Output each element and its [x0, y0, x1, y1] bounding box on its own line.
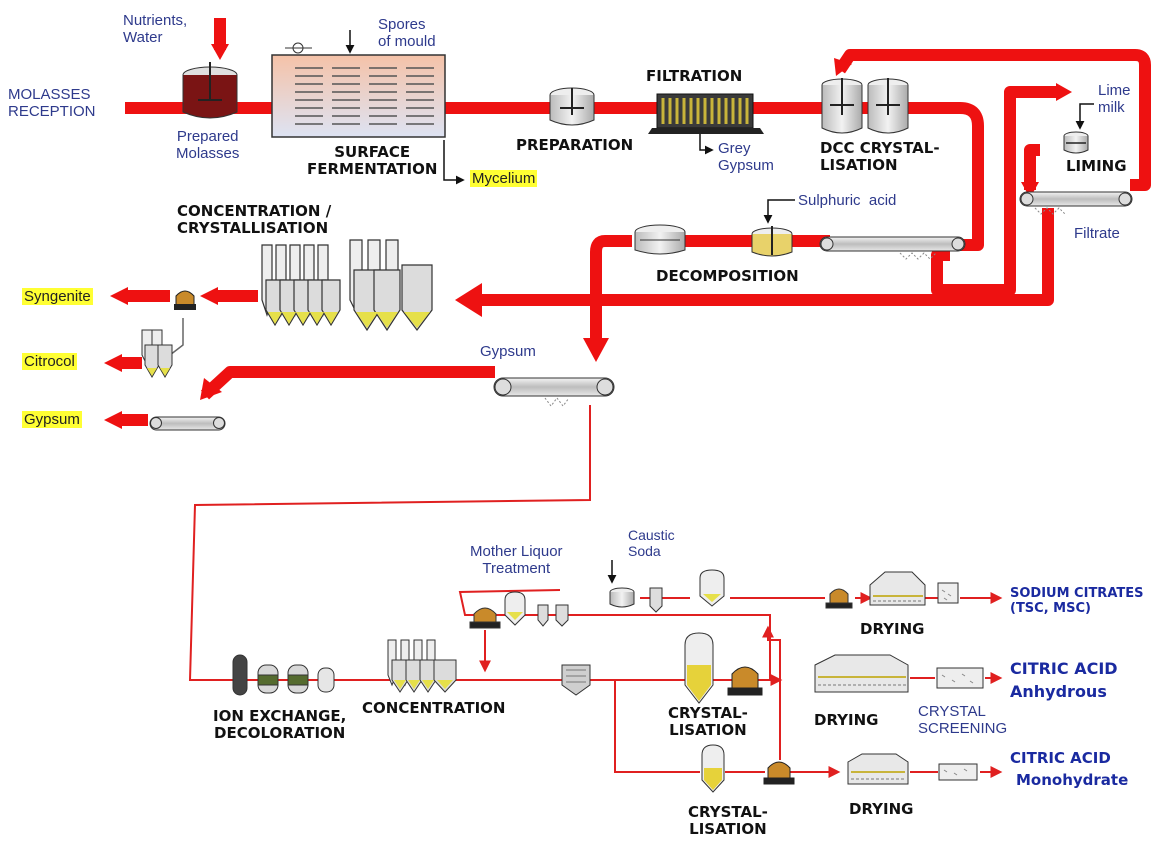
- centrifuge-1: [727, 666, 763, 696]
- screen-2: [936, 667, 984, 689]
- lime-filter-belt: [1019, 191, 1133, 215]
- decomposition-reactor: [751, 226, 793, 257]
- sodium-citrates-product: SODIUM CITRATES (TSC, MSC): [1010, 586, 1144, 616]
- thin-flow-lines: [188, 405, 1003, 778]
- dcc-crystallisation-label: DCC CRYSTAL- LISATION: [820, 139, 940, 175]
- syngenite-centrifuge: [174, 290, 196, 310]
- citric-monohydrate-subtitle: Monohydrate: [1016, 771, 1129, 789]
- drying-2-label: DRYING: [814, 711, 879, 729]
- preparation-label: PREPARATION: [516, 136, 634, 154]
- decomposition-tank: [634, 224, 686, 255]
- crystalliser-product-fill: [268, 312, 430, 328]
- crystalliser-2: [701, 744, 725, 793]
- citric-monohydrate-title: CITRIC ACID: [1010, 749, 1111, 767]
- filtrate-label: Filtrate: [1074, 225, 1120, 242]
- pointer-lines: [169, 30, 1094, 584]
- screen-1: [937, 582, 959, 604]
- screen-3: [938, 763, 978, 781]
- concentration-label: CONCENTRATION: [362, 699, 506, 717]
- dcc-crystallisers: [821, 78, 909, 134]
- mother-liquor-equipment: [469, 591, 569, 629]
- filtration-press: [648, 93, 764, 134]
- surface-fermentation-label: SURFACE FERMENTATION: [307, 143, 438, 179]
- dryer-2: [814, 654, 909, 693]
- main-flow-arrowheads: [104, 44, 1072, 429]
- gypsum-intermediate-label: Gypsum: [480, 343, 536, 360]
- gypsum-small-belt: [149, 416, 226, 431]
- dryer-3: [847, 753, 909, 785]
- crystalliser-1: [684, 632, 714, 704]
- molasses-reception-label: MOLASSES RECEPTION: [8, 86, 96, 121]
- decomposition-filter-belt: [819, 236, 966, 260]
- decomposition-label: DECOMPOSITION: [656, 267, 799, 285]
- crystallisation-2-label: CRYSTAL- LISATION: [688, 803, 768, 839]
- sulphuric-acid-label: Sulphuric acid: [798, 192, 897, 209]
- filtration-label: FILTRATION: [646, 67, 743, 85]
- crystallisation-1-label: CRYSTAL- LISATION: [668, 704, 748, 740]
- sodium-citrate-equipment: [609, 569, 853, 613]
- ion-exchange-columns: [232, 654, 335, 696]
- decoloration-filter: [561, 664, 591, 696]
- concentration-crystallisation-label: CONCENTRATION / CRYSTALLISATION: [177, 202, 332, 238]
- crystal-screening-label: CRYSTAL SCREENING: [918, 703, 1008, 738]
- mycelium-output: Mycelium: [470, 170, 538, 188]
- centrifuge-2: [763, 761, 795, 785]
- citrocol-crystallisers: [141, 329, 173, 378]
- citric-anhydrous-title: CITRIC ACID: [1010, 659, 1118, 678]
- surface-fermentation-chamber: [271, 42, 446, 138]
- liming-label: LIMING: [1066, 157, 1127, 175]
- gypsum-output: Gypsum: [22, 411, 82, 429]
- citric-anhydrous-subtitle: Anhydrous: [1010, 682, 1107, 701]
- gypsum-filter-belt: [493, 377, 615, 407]
- drying-1-label: DRYING: [860, 620, 925, 638]
- citrocol-output: Citrocol: [22, 353, 77, 371]
- mother-liquor-treatment-label: Mother Liquor Treatment: [470, 543, 563, 578]
- ion-exchange-label: ION EXCHANGE, DECOLORATION: [213, 707, 347, 743]
- prepared-molasses-tank: [182, 62, 238, 119]
- main-flow-lines: [118, 18, 1151, 426]
- nutrients-water-label: Nutrients, Water: [123, 12, 188, 47]
- prepared-molasses-label: Prepared Molasses: [176, 128, 240, 163]
- grey-gypsum-label: Grey Gypsum: [718, 140, 774, 175]
- syngenite-output: Syngenite: [22, 288, 93, 306]
- concentration-evaporators: [387, 639, 457, 693]
- spores-of-mould-label: Spores of mould: [378, 16, 436, 51]
- lime-milk-label: Lime milk: [1098, 82, 1131, 117]
- liming-tank: [1063, 131, 1089, 154]
- drying-3-label: DRYING: [849, 800, 914, 818]
- caustic-soda-label: Caustic Soda: [628, 527, 675, 560]
- dryer-1: [869, 571, 926, 606]
- preparation-tank: [549, 87, 595, 126]
